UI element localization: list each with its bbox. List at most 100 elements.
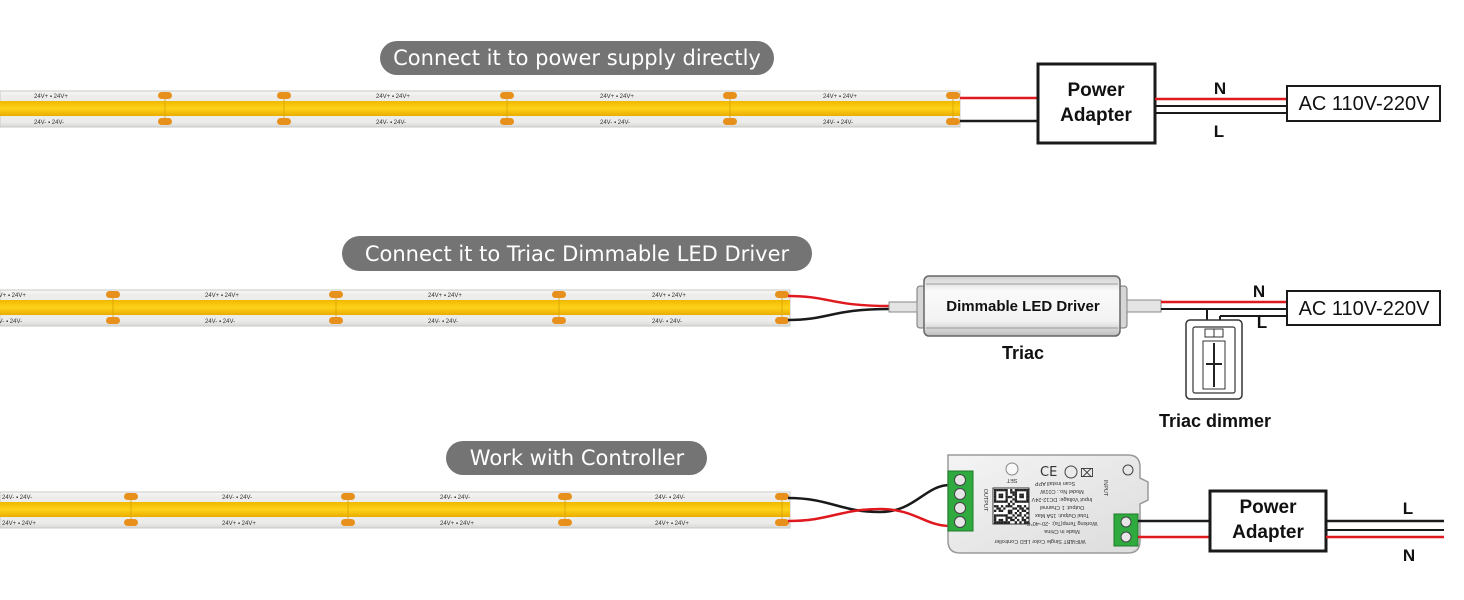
qr-cell <box>1005 505 1008 508</box>
qr-cell <box>1021 495 1024 499</box>
wire-label-n: N <box>1403 546 1415 565</box>
section-title-pill <box>342 236 812 271</box>
driver-nub-right <box>1126 299 1162 313</box>
solder-pad <box>500 92 514 99</box>
solder-pad <box>341 493 355 500</box>
solder-pad <box>124 493 138 500</box>
weee-icon: ⌧ <box>1080 466 1094 480</box>
ac-source-box <box>1286 85 1441 122</box>
qr-cell <box>1007 505 1011 508</box>
set-label: SET <box>1006 477 1017 483</box>
qr-cell <box>1014 493 1017 496</box>
qr-cell <box>1026 500 1029 503</box>
wire-label-n: N <box>1253 282 1265 301</box>
qr-cell <box>1017 500 1020 503</box>
qr-cell <box>1007 516 1011 519</box>
solder-pad <box>775 291 789 298</box>
ce-mark: CE <box>1040 465 1057 480</box>
qr-cell <box>1019 495 1022 499</box>
qr-cell <box>1000 518 1004 522</box>
qr-cell <box>996 514 999 517</box>
qr-cell <box>1026 498 1029 501</box>
qr-cell <box>996 500 999 503</box>
qr-cell <box>1003 489 1006 492</box>
solder-pad <box>946 92 960 99</box>
qr-cell <box>1021 500 1024 503</box>
strip-polarity-label: 24V- ▪ 24V- <box>2 495 32 501</box>
driver-caption: Triac <box>1002 343 1044 363</box>
power-adapter-label-line2: Adapter <box>1060 105 1132 126</box>
qr-cell <box>1026 512 1029 515</box>
qr-cell <box>1014 516 1017 519</box>
section-controller: Work with Controller 24V- ▪ 24V- 24V+ ▪ 2… <box>0 441 1444 565</box>
qr-cell <box>1000 493 1004 496</box>
qr-cell <box>1019 500 1022 503</box>
strip-polarity-label: 24V+ ▪ 24V+ <box>0 293 26 299</box>
strip-polarity-label: 24V+ ▪ 24V+ <box>222 521 256 527</box>
section-title: Work with Controller <box>470 446 685 470</box>
qr-cell <box>1012 507 1015 510</box>
qr-cell <box>1023 514 1027 517</box>
qr-cell <box>1017 505 1020 508</box>
qr-cell <box>1026 516 1029 519</box>
solder-pad <box>277 92 291 99</box>
qr-cell <box>1005 514 1008 517</box>
qr-cell <box>994 518 997 522</box>
qr-cell <box>1000 505 1004 508</box>
qr-cell <box>1021 489 1024 492</box>
wire-red <box>787 507 951 528</box>
qr-cell <box>1005 491 1008 494</box>
qr-cell <box>994 491 997 494</box>
strip-polarity-label: 24V- ▪ 24V- <box>600 120 630 126</box>
solder-pad <box>558 519 572 526</box>
solder-pad <box>106 317 120 324</box>
set-button[interactable] <box>1005 462 1019 476</box>
qr-cell <box>1000 521 1004 524</box>
qr-cell <box>1017 509 1020 512</box>
qr-cell <box>1026 507 1029 510</box>
section-title-pill <box>380 41 774 75</box>
qr-cell <box>996 505 999 508</box>
section-direct-power: Connect it to power supply directly 24V+… <box>0 41 1441 145</box>
qr-cell <box>1014 500 1017 503</box>
ac-source-box <box>1286 290 1441 326</box>
qr-cell <box>1017 518 1020 522</box>
qr-cell <box>1026 491 1029 494</box>
section-title: Connect it to Triac Dimmable LED Driver <box>365 242 790 266</box>
power-adapter-label-line1: Power <box>1067 80 1125 101</box>
qr-cell <box>1005 498 1008 501</box>
qr-cell <box>1019 507 1022 510</box>
solder-pad <box>775 493 789 500</box>
qr-cell <box>1010 489 1013 492</box>
qr-cell <box>994 516 997 519</box>
qr-cell <box>1003 500 1006 503</box>
qr-cell <box>994 521 997 524</box>
solder-pad <box>341 519 355 526</box>
wire-label-l: L <box>1257 313 1267 332</box>
controller-scan: Scan install APP <box>1034 480 1075 486</box>
controller-body <box>947 454 1149 554</box>
terminal-screw <box>1120 516 1132 528</box>
qr-cell <box>1012 518 1015 522</box>
qr-cell <box>1014 507 1017 510</box>
qr-cell <box>1012 493 1015 496</box>
qr-cell <box>1007 521 1011 524</box>
qr-cell <box>1007 512 1011 515</box>
qr-cell <box>1019 505 1022 508</box>
strip-polarity-label: 24V- ▪ 24V- <box>655 495 685 501</box>
qr-cell <box>996 507 999 510</box>
qr-cell <box>994 489 997 492</box>
qr-cell <box>1005 489 1008 492</box>
qr-cell <box>994 509 997 512</box>
qr-cell <box>1023 509 1027 512</box>
qr-cell <box>1007 502 1011 506</box>
strip-polarity-label: 24V- ▪ 24V- <box>823 120 853 126</box>
strip-led-line <box>0 502 790 517</box>
qr-cell <box>994 493 997 496</box>
dimmer-caption: Triac dimmer <box>1159 411 1271 431</box>
qr-cell <box>1000 500 1004 503</box>
section-triac-driver: Connect it to Triac Dimmable LED Driver … <box>0 236 1441 431</box>
qr-cell <box>1023 505 1027 508</box>
strip-polarity-label: 24V- ▪ 24V- <box>440 495 470 501</box>
